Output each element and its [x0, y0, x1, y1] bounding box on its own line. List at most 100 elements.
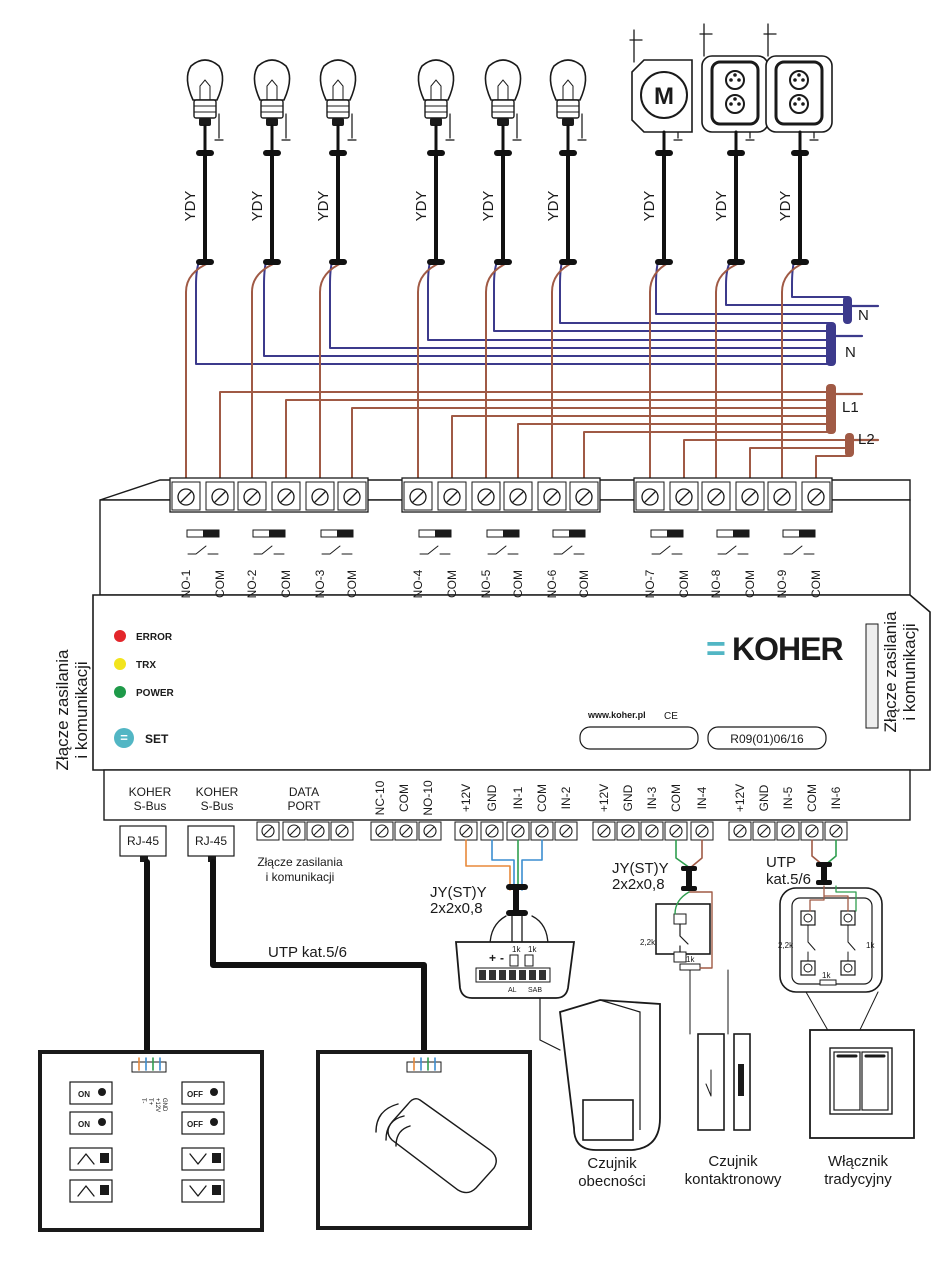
website-label: www.koher.pl: [587, 710, 646, 720]
upper-terminal-cover: [99, 499, 911, 596]
trx-led-icon: [114, 658, 126, 670]
screw-slot: [246, 491, 258, 503]
lower-terminal-label-text: GND: [757, 784, 771, 811]
cable-top-clamp-1: [196, 150, 214, 156]
n-lower-label: N: [845, 344, 856, 361]
cable-bottom-clamp-1: [196, 259, 214, 265]
jumper-knob: [269, 530, 285, 537]
socket-icon: [763, 23, 833, 152]
wall-switch-rocker-left: [833, 1051, 861, 1111]
com-wire-3: [351, 407, 831, 479]
lower-terminal-label-15: GND: [757, 784, 771, 811]
cable-bottom-clamp-9: [791, 259, 809, 265]
bulb-tip: [266, 118, 278, 126]
contact-box: [655, 903, 711, 955]
touch-panel-connector: [131, 1061, 167, 1073]
rj45-socket-2: [187, 825, 235, 857]
motor-icon: M: [629, 29, 693, 152]
power-led-label: POWER: [136, 688, 175, 699]
load-wire-4: [417, 261, 443, 479]
lower-terminal-label-text: NO-10: [421, 780, 435, 816]
bulb-tip: [562, 118, 574, 126]
output-com-label-7: COM: [677, 570, 691, 598]
sbus-cable-2: [210, 859, 427, 1065]
presence-wire-com: [521, 839, 543, 891]
presence-cores: [489, 915, 549, 947]
wall-switch-rocker-right: [861, 1051, 889, 1111]
bulb-icon: [186, 59, 224, 152]
screw-slot: [377, 826, 387, 836]
contact-r2-label: 1k: [686, 955, 695, 964]
neutral-wire-4: [427, 261, 831, 341]
socket-pin: [733, 73, 737, 77]
switch-screw-icon: [803, 913, 813, 923]
cable-label-4: YDY: [413, 191, 430, 222]
presence-terminal: [519, 970, 526, 980]
side-connector: [865, 623, 879, 729]
front-panel: [92, 594, 931, 771]
lower-terminal-label-3: NO-10: [421, 780, 435, 816]
contact-terminal-2: [673, 951, 687, 963]
bulb-tip: [199, 118, 211, 126]
cable-bottom-clamp-2: [263, 259, 281, 265]
socket-pin: [793, 102, 797, 106]
bulb-icon: [210, 1088, 218, 1096]
presence-minus-label: -: [500, 951, 504, 965]
lower-terminal-label-6: IN-1: [511, 786, 525, 809]
presence-wire-plus: [465, 839, 511, 891]
svg-text:Złącze zasilania: Złącze zasilania: [53, 649, 72, 770]
bulb-icon: [319, 59, 357, 152]
output-com-label: COM: [511, 570, 525, 598]
output-label-6: NO-6: [545, 569, 559, 598]
output-com-label-6: COM: [577, 570, 591, 598]
cable-top-clamp-3: [329, 150, 347, 156]
output-label-3: NO-3: [313, 569, 327, 598]
panel-off-label: OFF: [187, 1120, 203, 1129]
bulb-icon: [484, 59, 522, 152]
presence-terminal: [499, 970, 506, 980]
presence-terminal: [489, 970, 496, 980]
rj45-socket-1: [119, 825, 167, 857]
set-button[interactable]: [114, 728, 134, 748]
screw-slot: [599, 826, 609, 836]
bulb-icon: [253, 59, 291, 152]
output-no-label: NO-8: [709, 569, 723, 598]
screw-slot: [461, 826, 471, 836]
output-jumper-1: [186, 529, 220, 555]
up-arrow-icon: [77, 1153, 95, 1165]
bulb-filament: [332, 79, 344, 100]
output-com-label-3: COM: [345, 570, 359, 598]
bulb-icon: [98, 1088, 106, 1096]
upper-terminal-block-2: [401, 477, 601, 513]
rfid-wave-icon: [375, 1103, 411, 1147]
svg-text:i komunikacji: i komunikacji: [900, 623, 919, 720]
set-button-icon: =: [120, 730, 128, 745]
cable-label-8: YDY: [713, 191, 730, 222]
cable-label-3: YDY: [315, 191, 332, 222]
screw-slot: [710, 491, 722, 503]
pin-label-text: T-: [140, 1098, 146, 1103]
output-jumper-8: [716, 529, 750, 555]
cable-label-text: YDY: [249, 191, 266, 222]
l2-label: L2: [858, 431, 875, 448]
lower-terminal-label-14: +12V: [733, 784, 747, 812]
output-com-label: COM: [577, 570, 591, 598]
relay-contact-icon: [419, 545, 451, 555]
right-side-label: Złącze zasilania i komunikacji: [881, 611, 919, 732]
lower-terminal-label-5: GND: [485, 784, 499, 811]
contact-wire-in4: [689, 839, 703, 869]
contact-switch-symbol: [679, 923, 689, 953]
cable-jy1-line2: 2x2x0,8: [430, 900, 483, 917]
socket-pin: [737, 78, 741, 82]
output-label-9: NO-9: [775, 569, 789, 598]
cable-label-text: YDY: [315, 191, 332, 222]
svg-text:RJ-45: RJ-45: [127, 834, 159, 848]
bulb-icon: [549, 59, 587, 152]
cable-bottom-clamp-6: [559, 259, 577, 265]
lower-terminal-label-text: COM: [397, 784, 411, 812]
cable-top-clamp-9: [791, 150, 809, 156]
socket-pin: [797, 73, 801, 77]
socket-icon: [699, 23, 769, 152]
presence-resistor-2: [524, 954, 534, 967]
panel-button-right: [181, 1081, 225, 1105]
